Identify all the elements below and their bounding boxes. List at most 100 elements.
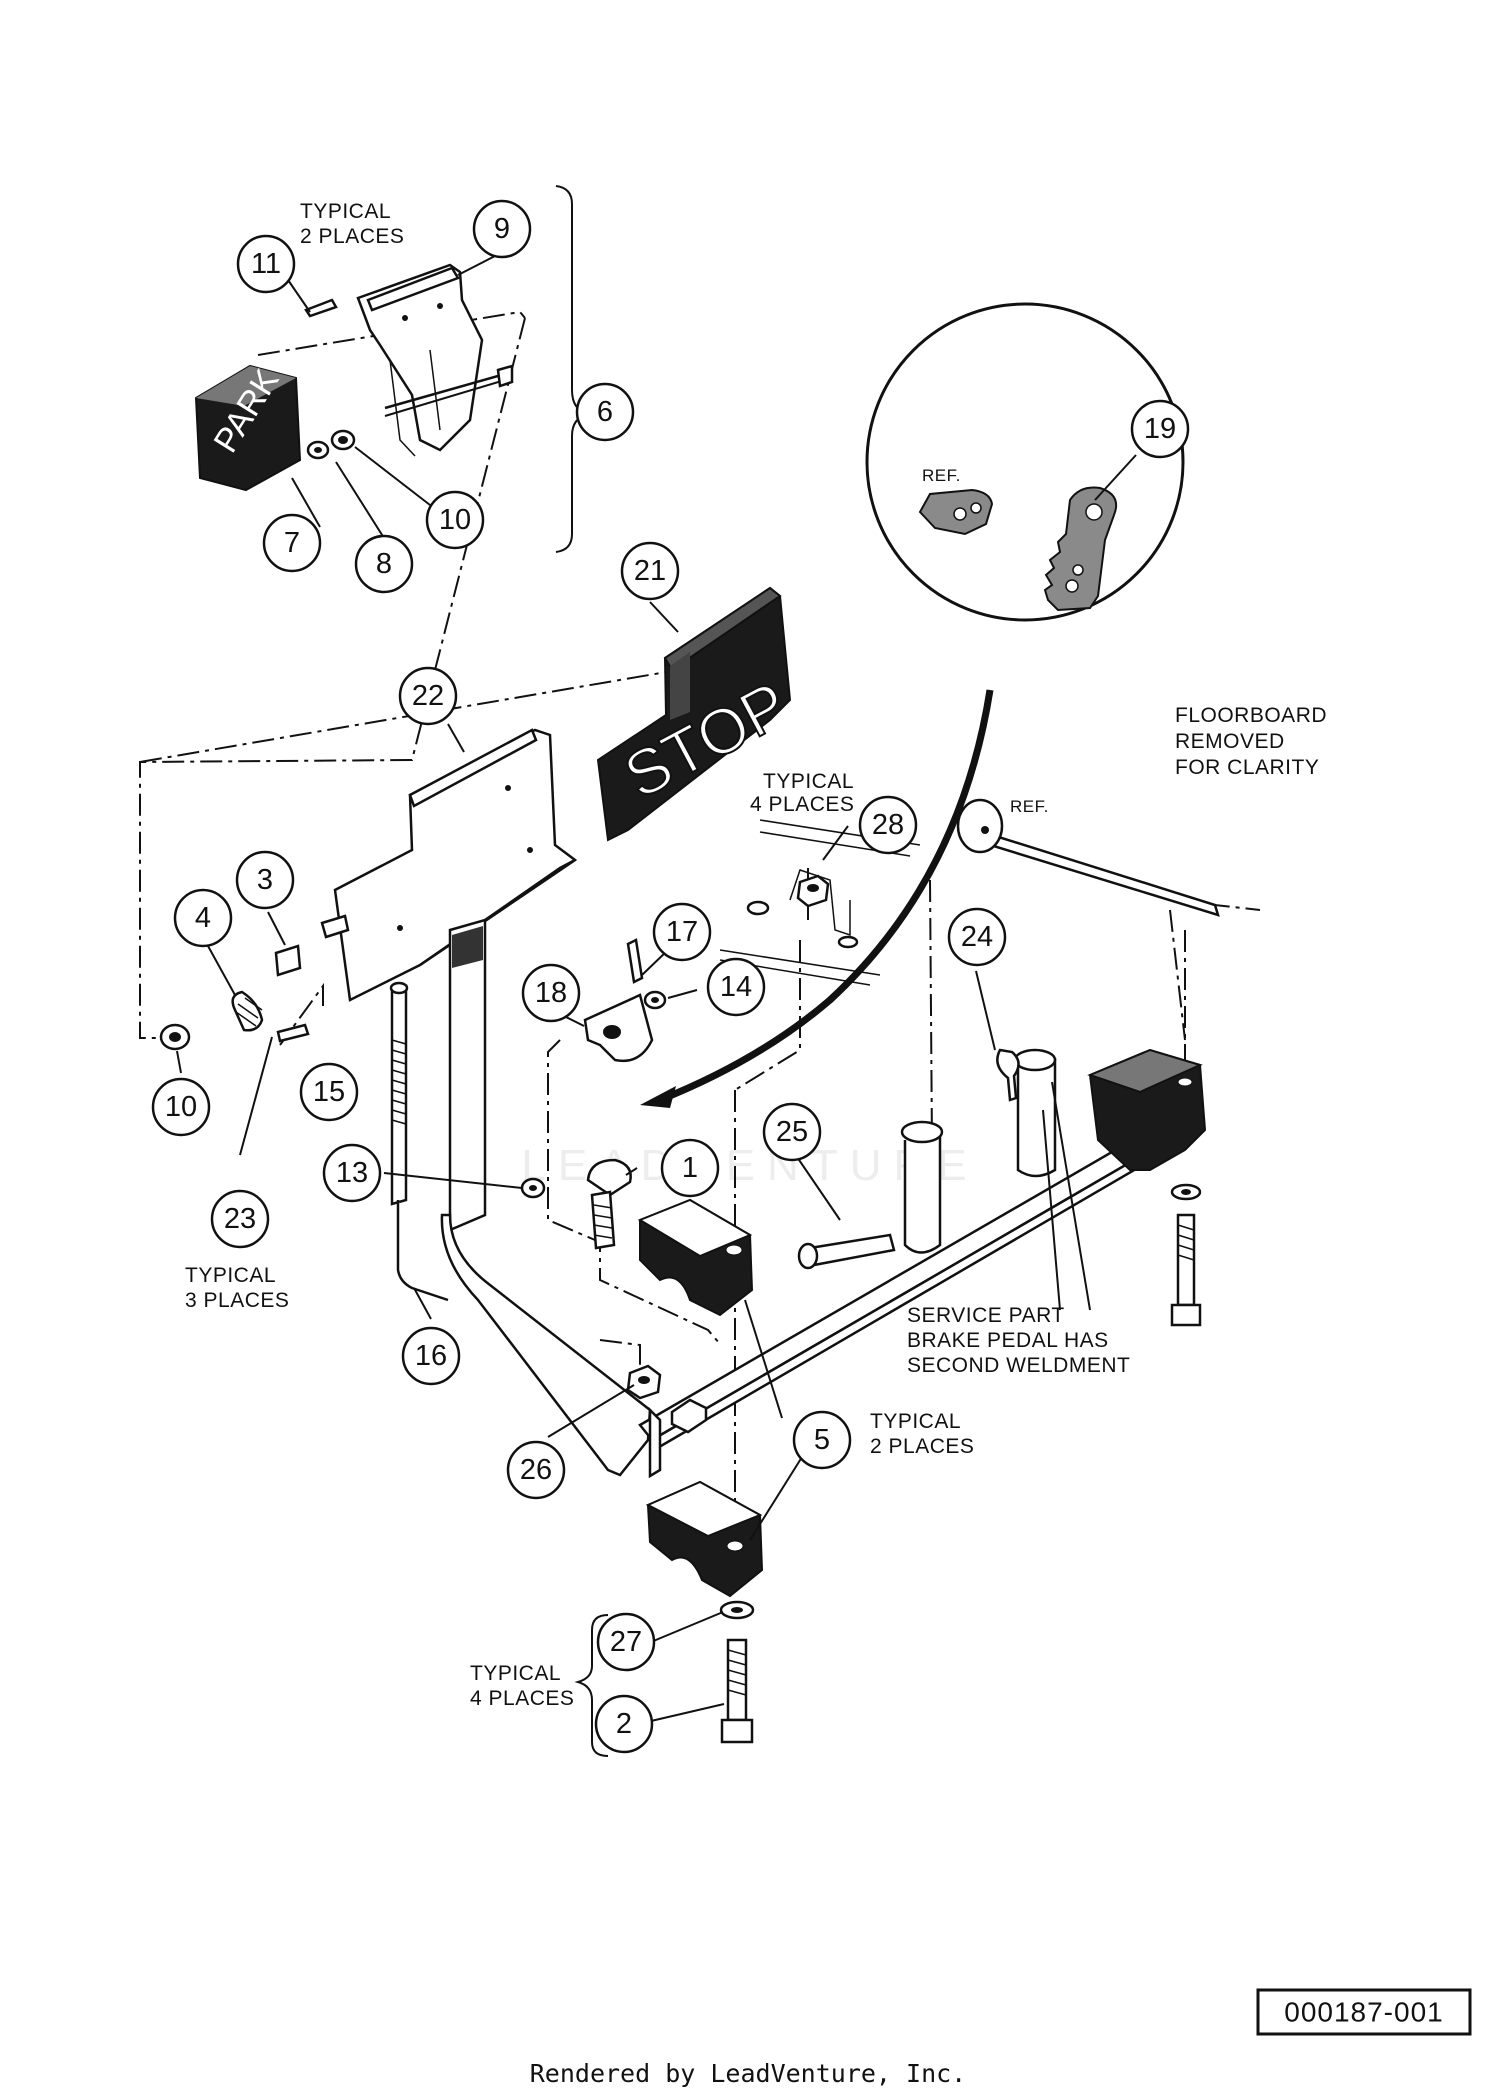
screw-11: [304, 298, 338, 318]
callout-circle: [792, 1410, 852, 1470]
inset-arrowhead: [640, 1086, 676, 1108]
callout-22: 22: [398, 666, 458, 726]
callout-number: 2: [616, 1708, 632, 1740]
callout-number: 5: [814, 1424, 830, 1456]
pedal-shaft-assembly: [638, 798, 1220, 1479]
callout-10: 10: [151, 1077, 211, 1137]
callout-circle: [235, 850, 295, 910]
callout-27: 27: [596, 1612, 656, 1672]
bracket-6: [555, 185, 589, 553]
callout-circle: [401, 1326, 461, 1386]
callout-leaders: [176, 255, 1091, 1722]
callout-circle: [1130, 399, 1190, 459]
callout-number: 13: [336, 1157, 368, 1189]
pin-25: [808, 1233, 896, 1267]
callout-15: 15: [299, 1062, 359, 1122]
note-typical-2-places-5: TYPICAL 2 PLACES: [870, 1410, 974, 1458]
callout-1: 1: [660, 1138, 720, 1198]
brake-pedal-22: [320, 728, 652, 1477]
clamp-block-5-upper: [637, 1198, 754, 1317]
note-ref-rod: REF.: [1010, 797, 1049, 816]
callout-number: 25: [776, 1116, 808, 1148]
bearing-blocks: [900, 1048, 1207, 1254]
callout-19: 19: [1130, 399, 1190, 459]
screw-23: [276, 1023, 310, 1043]
small-hardware: [159, 874, 1020, 1400]
callout-number: 18: [535, 977, 567, 1009]
callout-8: 8: [354, 534, 414, 594]
callout-circle: [299, 1062, 359, 1122]
align-line-rod-end: [1169, 899, 1261, 1060]
callout-circle: [151, 1077, 211, 1137]
callout-circle: [354, 534, 414, 594]
callout-circle: [210, 1189, 270, 1249]
callout-18: 18: [521, 963, 581, 1023]
park-bracket: [356, 263, 484, 452]
callout-number: 9: [494, 213, 510, 245]
note-ref-inset: REF.: [922, 466, 961, 485]
callout-circle: [594, 1694, 654, 1754]
footer-credit: Rendered by LeadVenture, Inc.: [530, 2059, 967, 2088]
callout-circle: [620, 541, 680, 601]
callout-circle: [652, 902, 712, 962]
callout-circle: [521, 963, 581, 1023]
callout-number: 28: [872, 809, 904, 841]
callout-circle: [596, 1612, 656, 1672]
callout-number: 16: [415, 1340, 447, 1372]
callout-number: 10: [439, 504, 471, 536]
callout-circle: [575, 382, 635, 442]
ref-rod: [968, 826, 1220, 917]
bolt-right: [1170, 1183, 1202, 1327]
callout-circle: [322, 1143, 382, 1203]
callout-10: 10: [425, 490, 485, 550]
callout-2: 2: [594, 1694, 654, 1754]
callout-number: 22: [412, 680, 444, 712]
rod-15-16: [389, 981, 449, 1302]
align-line-23: [279, 982, 324, 1046]
stop-pad-21: STOP: [596, 586, 800, 842]
callout-16: 16: [401, 1326, 461, 1386]
callout-number: 15: [313, 1076, 345, 1108]
callout-number: 4: [195, 902, 211, 934]
note-typical-2-places-top: TYPICAL 2 PLACES: [300, 200, 404, 248]
callout-circle: [262, 513, 322, 573]
callout-17: 17: [652, 902, 712, 962]
callout-5: 5: [792, 1410, 852, 1470]
callout-number: 8: [376, 548, 392, 580]
callout-circle: [947, 907, 1007, 967]
callout-circle: [173, 888, 233, 948]
callout-circle: [506, 1440, 566, 1500]
end-block: [670, 1398, 708, 1434]
callout-circle: [398, 666, 458, 726]
align-line-rod-end-2: [1169, 909, 1186, 1041]
callout-number: 17: [666, 916, 698, 948]
note-service-part: SERVICE PART BRAKE PEDAL HAS SECOND WELD…: [907, 1304, 1130, 1377]
spacer-3: [274, 944, 302, 977]
callout-circle: [236, 234, 296, 294]
callout-28: 28: [858, 795, 918, 855]
rod-end-washer: [956, 798, 1004, 854]
callout-13: 13: [322, 1143, 382, 1203]
callout-number: 3: [257, 864, 273, 896]
bearing-left: [903, 1130, 942, 1254]
drawing-number-box: 000187-001: [1256, 1988, 1472, 2036]
callout-3: 3: [235, 850, 295, 910]
callout-circle: [762, 1102, 822, 1162]
align-line-18b: [734, 940, 801, 1091]
callout-circle: [425, 490, 485, 550]
callout-number: 11: [251, 248, 281, 280]
callout-circle: [472, 199, 532, 259]
callout-4: 4: [173, 888, 233, 948]
callout-number: 24: [961, 921, 993, 953]
callout-number: 14: [720, 971, 752, 1003]
inset-circle: [865, 302, 1185, 622]
callout-25: 25: [762, 1102, 822, 1162]
callout-14: 14: [706, 957, 766, 1017]
notes: TYPICAL 2 PLACES TYPICAL 4 PLACES FLOORB…: [185, 200, 1333, 1710]
align-line-26: [599, 1339, 641, 1380]
callout-circle: [858, 795, 918, 855]
callout-number: 1: [682, 1152, 698, 1184]
note-typical-3-places: TYPICAL 3 PLACES: [185, 1264, 289, 1312]
note-floorboard: FLOORBOARD REMOVED FOR CLARITY: [1175, 704, 1333, 779]
